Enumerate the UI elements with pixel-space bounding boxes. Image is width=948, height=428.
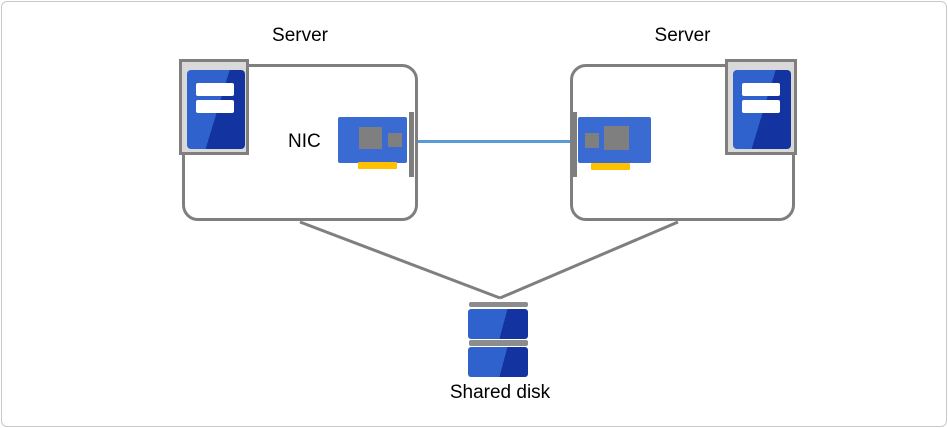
shared-disk-label: Shared disk [449, 382, 551, 403]
nic-edge-connector [358, 162, 397, 169]
shared-disk-platter [468, 309, 528, 339]
server-right-label: Server [654, 25, 711, 46]
nic-chip [604, 126, 629, 150]
tower-slot [742, 100, 780, 113]
shared-disk-icon [469, 302, 528, 307]
tower-slot [742, 83, 780, 96]
nic-edge-connector [591, 163, 630, 170]
server-tower-icon [179, 59, 249, 155]
shared-disk-platter [468, 347, 528, 377]
server-tower-body [733, 70, 791, 149]
nic-label: NIC [288, 131, 321, 152]
right-server-to-disk-line [499, 220, 679, 300]
nic-chip [359, 127, 382, 149]
server-tower-icon [725, 59, 797, 155]
server-tower-body [187, 70, 245, 149]
left-server-to-disk-line [299, 220, 501, 300]
shared-disk-divider [469, 340, 528, 346]
tower-slot [196, 83, 234, 96]
nic-chip [388, 133, 402, 147]
nic-chip [585, 133, 599, 148]
nic-card-icon [338, 117, 407, 169]
nic-bracket [409, 112, 414, 177]
server-left-label: Server [272, 25, 328, 46]
nic-card-icon [578, 117, 651, 170]
tower-slot [196, 100, 234, 113]
nic-bracket [572, 112, 577, 177]
